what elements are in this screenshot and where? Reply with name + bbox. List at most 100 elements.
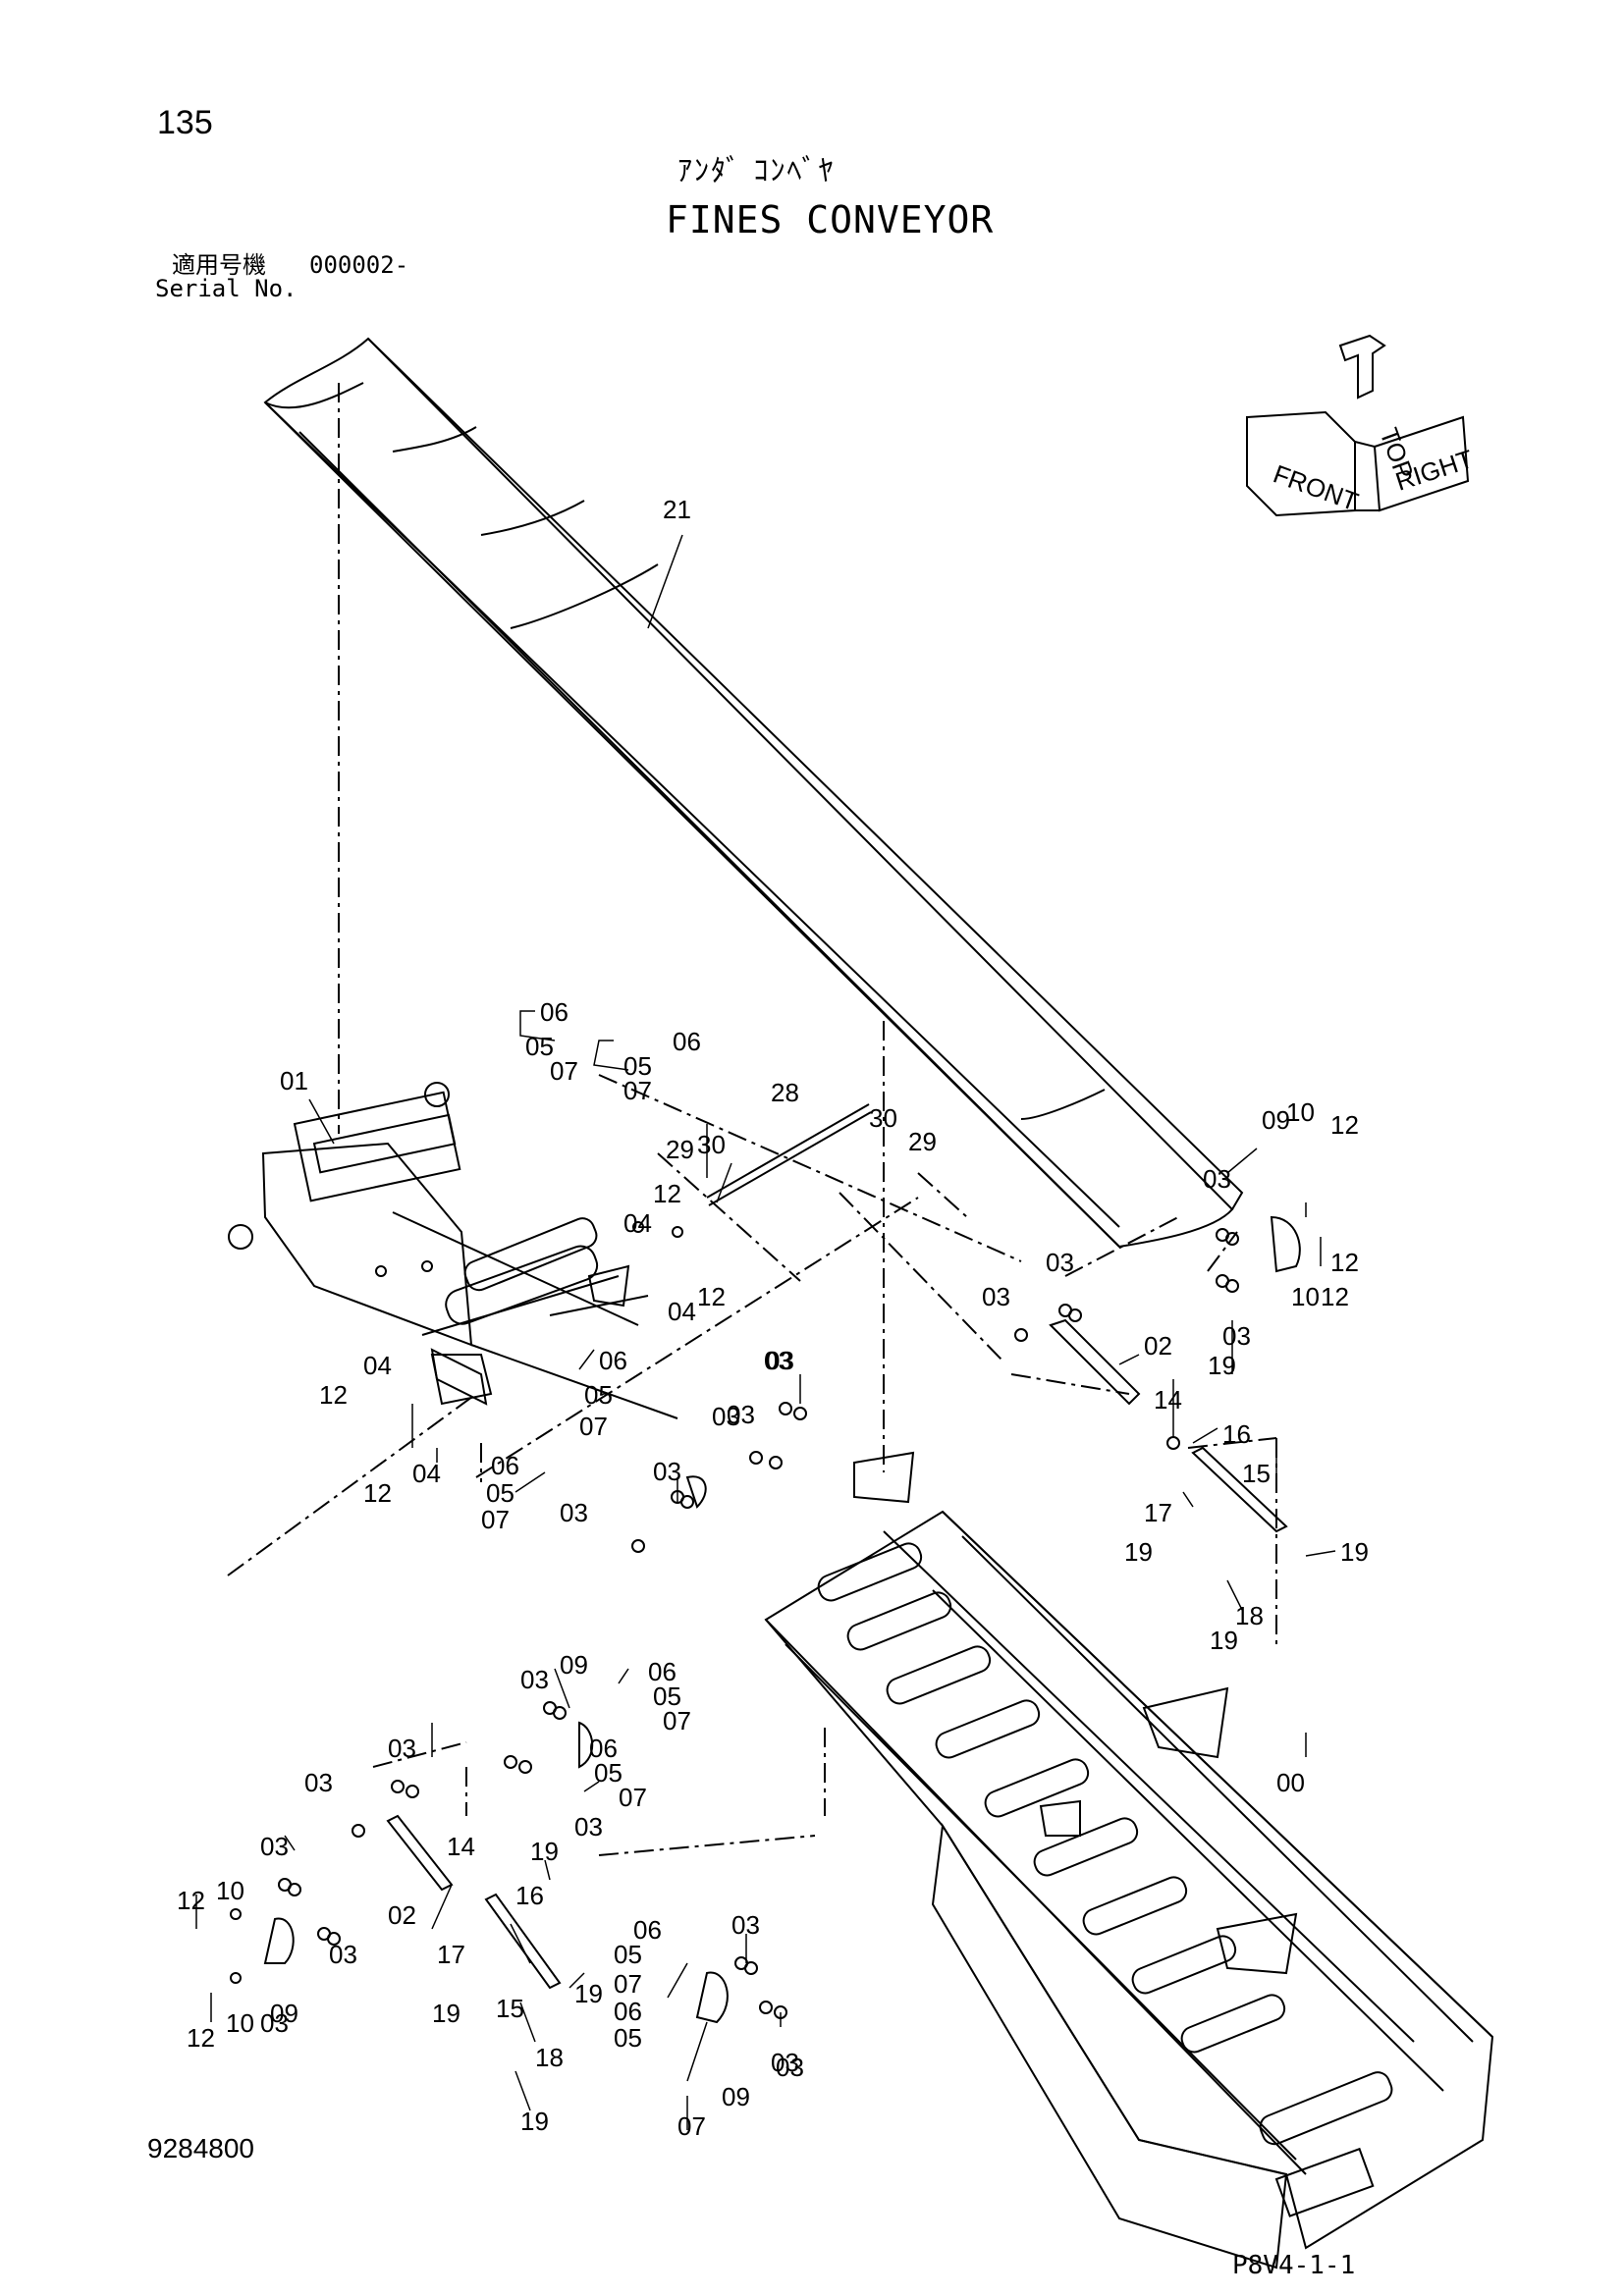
- callout: 30: [869, 1103, 897, 1133]
- callout: 10: [1286, 1097, 1315, 1127]
- rod-edge: [708, 1111, 872, 1206]
- callout: 18: [1235, 1601, 1264, 1630]
- washers-and-bolts: [230, 1221, 1239, 2019]
- callout: 07: [614, 1969, 642, 1999]
- callout: 03: [982, 1282, 1010, 1311]
- callout-labels: 21 01 06 05 07 06 05 07 28 30 29 29 30 1…: [177, 495, 1369, 2141]
- callout: 03: [771, 2048, 799, 2077]
- page-code: P8V4-1-1: [1232, 2251, 1356, 2280]
- callout: 07: [550, 1056, 578, 1086]
- callout: 28: [771, 1078, 799, 1107]
- callout: 12: [177, 1886, 205, 1915]
- callout: 05: [525, 1032, 554, 1061]
- callout: 21: [663, 495, 691, 524]
- callout: 12: [363, 1478, 392, 1508]
- drawing-number: 9284800: [147, 2133, 255, 2163]
- callout: 03: [776, 2053, 804, 2082]
- callout: 07: [677, 2111, 706, 2141]
- callout: 03: [1046, 1248, 1074, 1277]
- callout: 12: [319, 1380, 348, 1410]
- callout: 03: [727, 1400, 755, 1429]
- callout: 10: [1291, 1282, 1320, 1311]
- callout: 02: [1144, 1331, 1172, 1361]
- callout: 09: [722, 2082, 750, 2111]
- callout: 03: [653, 1457, 681, 1486]
- callout: 06: [599, 1346, 627, 1375]
- callout: 01: [280, 1066, 308, 1095]
- callout: 15: [1242, 1459, 1271, 1488]
- callout: 10: [226, 2008, 254, 2038]
- callout: 04: [668, 1297, 696, 1326]
- callout: 19: [1210, 1626, 1238, 1655]
- callout: 03: [766, 1346, 794, 1375]
- callout: 05: [486, 1478, 514, 1508]
- callout: 03: [260, 1832, 289, 1861]
- serial-label: Serial No.: [155, 275, 298, 302]
- callout: 12: [187, 2023, 215, 2053]
- callout: 03: [1222, 1321, 1251, 1351]
- callout: 03: [520, 1665, 549, 1694]
- head-frame-assembly: [228, 1082, 678, 1419]
- callout: 12: [1330, 1110, 1359, 1140]
- callout: 05: [584, 1380, 613, 1410]
- callout: 03: [574, 1812, 603, 1842]
- serial-number-value: 000002-: [309, 251, 409, 279]
- page-number: 135: [157, 104, 213, 141]
- callout: 05: [623, 1051, 652, 1081]
- callout: 09: [1262, 1105, 1290, 1135]
- page-title: FINES CONVEYOR: [666, 198, 995, 241]
- callout: 12: [697, 1282, 726, 1311]
- callout: 06: [633, 1915, 662, 1945]
- callout: 04: [363, 1351, 392, 1380]
- callout: 06: [614, 1997, 642, 2026]
- callout: 05: [614, 1940, 642, 1969]
- callout: 03: [260, 2008, 289, 2038]
- callout: 16: [515, 1881, 544, 1910]
- callout: 06: [589, 1734, 618, 1763]
- callout: 09: [270, 1999, 298, 2028]
- callout: 06: [491, 1451, 519, 1480]
- callout: 03: [329, 1940, 357, 1969]
- assembly-guide-lines: [227, 383, 1277, 1856]
- callout: 19: [1208, 1351, 1236, 1380]
- callout: 04: [623, 1208, 652, 1238]
- main-frame: [764, 1451, 1494, 2269]
- callout: 16: [1222, 1419, 1251, 1449]
- callout: 19: [574, 1979, 603, 2008]
- callout: 29: [666, 1135, 694, 1164]
- callout: 18: [535, 2043, 564, 2072]
- callout: 07: [481, 1505, 510, 1534]
- callout: 06: [648, 1657, 677, 1686]
- callout: 30: [697, 1130, 726, 1159]
- callout: 05: [614, 2023, 642, 2053]
- callout-leader-lines: [195, 534, 1336, 2130]
- callout: 19: [1124, 1537, 1153, 1567]
- callout: 02: [388, 1900, 416, 1930]
- callout: 14: [447, 1832, 475, 1861]
- callout: 03: [764, 1346, 792, 1375]
- callout: 06: [540, 997, 568, 1027]
- serial-label-japanese: 適用号機: [172, 251, 266, 279]
- callout: 03: [560, 1498, 588, 1527]
- callout: 03: [388, 1734, 416, 1763]
- orientation-compass-icon: TOP FRONT RIGHT: [1246, 334, 1477, 516]
- callout: 29: [908, 1127, 937, 1156]
- callout: 03: [712, 1402, 740, 1431]
- callout: 15: [496, 1994, 524, 2023]
- callout: 12: [1321, 1282, 1349, 1311]
- callout: 12: [1330, 1248, 1359, 1277]
- callout: 00: [1276, 1768, 1305, 1797]
- callout: 04: [412, 1459, 441, 1488]
- callout: 03: [304, 1768, 333, 1797]
- callout: 09: [560, 1650, 588, 1680]
- callout: 19: [530, 1837, 559, 1866]
- callout: 06: [673, 1027, 701, 1056]
- callout: 07: [619, 1783, 647, 1812]
- callout: 17: [437, 1940, 465, 1969]
- callout: 19: [1340, 1537, 1369, 1567]
- callout: 19: [520, 2107, 549, 2136]
- callout: 17: [1144, 1498, 1172, 1527]
- callout: 14: [1154, 1385, 1182, 1415]
- conveyor-belt: [263, 337, 1244, 1249]
